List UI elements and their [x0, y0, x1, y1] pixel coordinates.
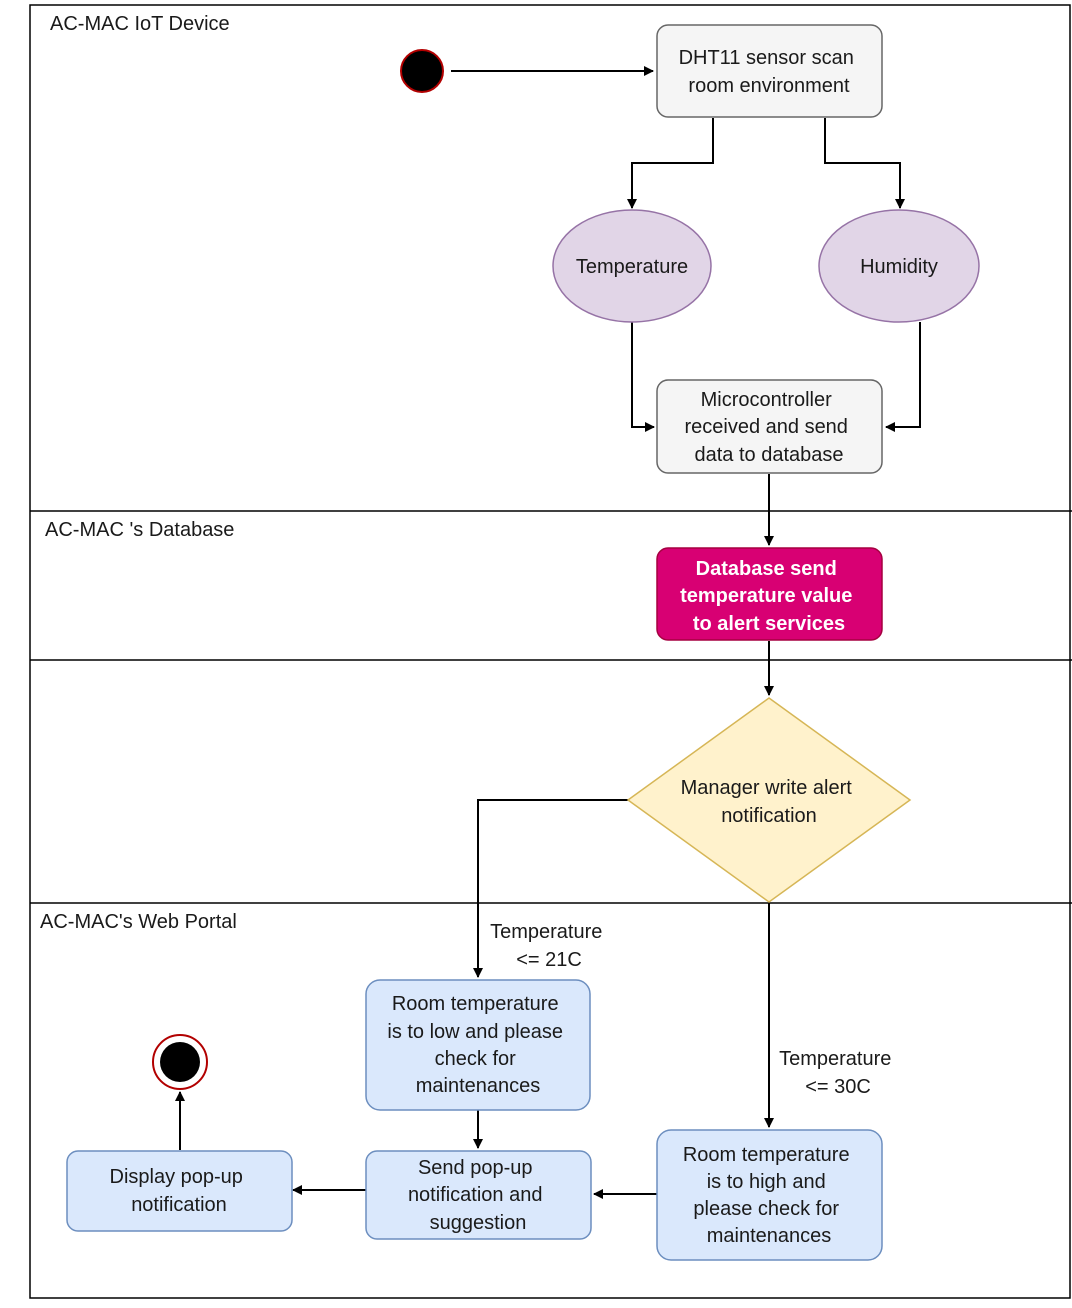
- node-manager-alert-text: Manager write alert notification: [681, 777, 858, 827]
- edge-decision-to-low: [473, 799, 628, 978]
- node-high-temperature-box: [656, 1129, 883, 1261]
- node-send-popup: Send pop-up notification and suggestion: [365, 1150, 592, 1240]
- node-humidity: Humidity: [818, 209, 980, 323]
- node-humidity-ellipse: [818, 209, 980, 323]
- node-send-popup-box: [365, 1150, 592, 1240]
- node-manager-alert: Manager write alert notification: [626, 697, 912, 903]
- edge-humidity-to-microcontroller: [885, 322, 921, 432]
- node-sensor-scan-box: [656, 24, 883, 118]
- node-low-temperature: Room temperature is to low and please ch…: [365, 979, 591, 1111]
- node-sensor-scan: DHT11 sensor scan room environment: [656, 24, 883, 118]
- lane-label-iot: AC-MAC IoT Device: [50, 13, 230, 35]
- node-database-send: Database send temperature value to alert…: [656, 547, 883, 641]
- swimlanes: AC-MAC IoT Device AC-MAC 's Database AC-…: [29, 4, 1072, 1299]
- node-humidity-text: Humidity: [860, 256, 938, 278]
- node-display-popup-text: Display pop-up notification: [110, 1166, 249, 1216]
- node-temperature-ellipse: [552, 209, 712, 323]
- node-sensor-scan-text: DHT11 sensor scan room environment: [679, 47, 860, 97]
- node-low-temperature-text: Room temperature is to low and please ch…: [387, 993, 568, 1097]
- start-node: [400, 49, 444, 93]
- node-display-popup-box: [66, 1150, 293, 1232]
- node-high-temperature: Room temperature is to high and please c…: [656, 1129, 883, 1261]
- node-microcontroller-text: Microcontroller received and send data t…: [684, 389, 853, 466]
- node-low-temperature-box: [365, 979, 591, 1111]
- edge-sensor-to-temperature: [627, 118, 714, 209]
- lane-label-database: AC-MAC 's Database: [45, 519, 234, 541]
- node-temperature: Temperature: [552, 209, 712, 323]
- low-condition-label: Temperature <= 21C: [490, 921, 608, 971]
- node-database-send-text: Database send temperature value to alert…: [680, 558, 858, 635]
- node-microcontroller: Microcontroller received and send data t…: [656, 379, 883, 474]
- edge-temperature-to-microcontroller: [631, 322, 655, 432]
- node-temperature-text: Temperature: [576, 256, 688, 278]
- node-send-popup-text: Send pop-up notification and suggestion: [408, 1157, 548, 1234]
- node-microcontroller-box: [656, 379, 883, 474]
- edges: [175, 66, 921, 1199]
- edge-sensor-to-humidity: [824, 118, 905, 209]
- lane-label-web-portal: AC-MAC's Web Portal: [40, 911, 237, 933]
- node-manager-alert-diamond: [626, 697, 912, 903]
- node-database-send-box: [656, 547, 883, 641]
- high-condition-label: Temperature <= 30C: [779, 1048, 897, 1098]
- end-node: [152, 1034, 208, 1090]
- node-high-temperature-text: Room temperature is to high and please c…: [683, 1144, 855, 1247]
- node-display-popup: Display pop-up notification: [66, 1150, 293, 1232]
- swimlane-frame: [29, 4, 1071, 1299]
- edge-labels: Temperature <= 21C Temperature <= 30C: [490, 921, 897, 1098]
- end-node-core: [160, 1042, 200, 1082]
